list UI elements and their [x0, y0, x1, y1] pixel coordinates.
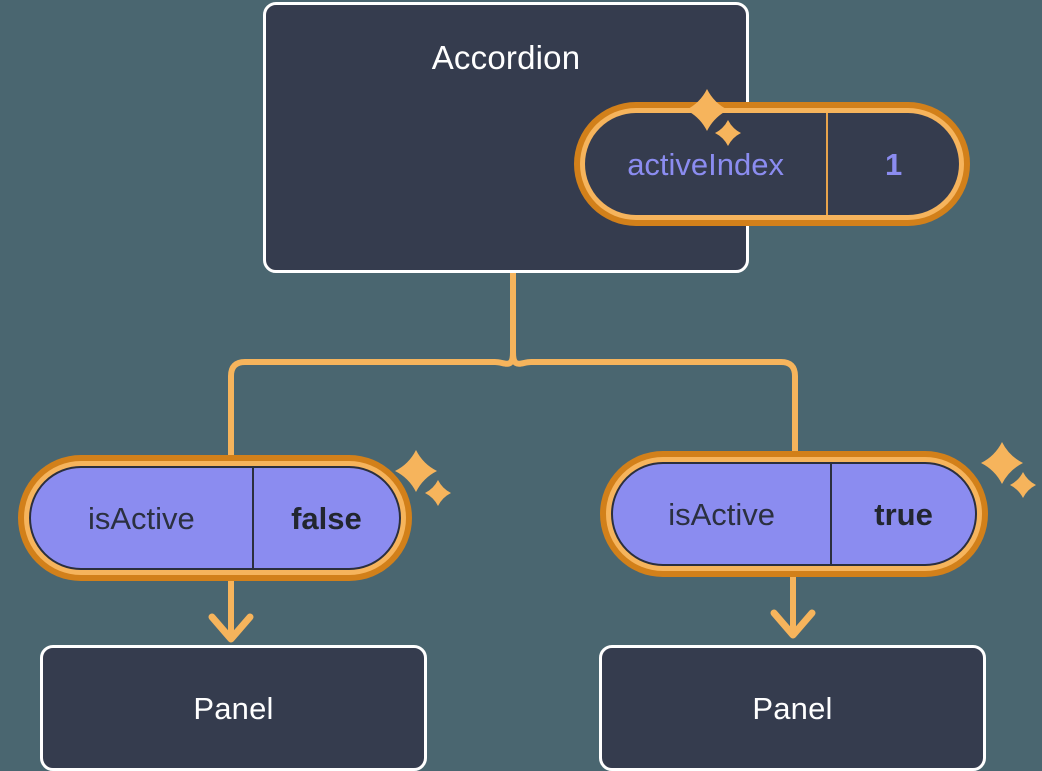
state-pill-body: activeIndex 1: [585, 113, 959, 215]
state-key-is-active-left: isActive: [31, 468, 254, 568]
component-node-accordion[interactable]: Accordion activeIndex 1: [263, 2, 970, 273]
state-value-is-active-right: true: [874, 496, 933, 532]
arrowhead-left: [208, 613, 254, 643]
sparkle-right-pill-big-star-icon: [981, 442, 1023, 484]
node-title-accordion: Accordion: [431, 39, 581, 76]
state-pill-body: isActive true: [611, 462, 977, 566]
node-title-panel-left: Panel: [193, 690, 274, 726]
component-node-panel-right[interactable]: Panel: [599, 645, 986, 771]
state-value-active-index: 1: [884, 146, 903, 182]
arrowhead-right: [770, 609, 816, 639]
state-pill-active-index[interactable]: activeIndex 1: [574, 102, 970, 226]
state-value-is-active-left: false: [291, 500, 362, 536]
state-pill-is-active-left[interactable]: isActive false: [18, 455, 412, 581]
sparkle-left-pill-small-star-icon: [425, 480, 451, 506]
sparkle-right-pill-small-star-icon: [1010, 472, 1036, 498]
state-pill-ring: isActive false: [24, 461, 406, 575]
node-title-panel-right: Panel: [752, 690, 833, 726]
state-pill-ring: activeIndex 1: [580, 108, 964, 220]
state-pill-body: isActive false: [29, 466, 401, 570]
state-key-is-active-right: isActive: [613, 464, 833, 564]
wire-branch-right: [510, 349, 798, 454]
component-node-panel-left[interactable]: Panel: [40, 645, 427, 771]
state-key-active-index: activeIndex: [585, 113, 829, 215]
wire-branch-left: [228, 349, 516, 458]
state-pill-ring: isActive true: [606, 457, 982, 571]
state-pill-is-active-right[interactable]: isActive true: [600, 451, 988, 577]
